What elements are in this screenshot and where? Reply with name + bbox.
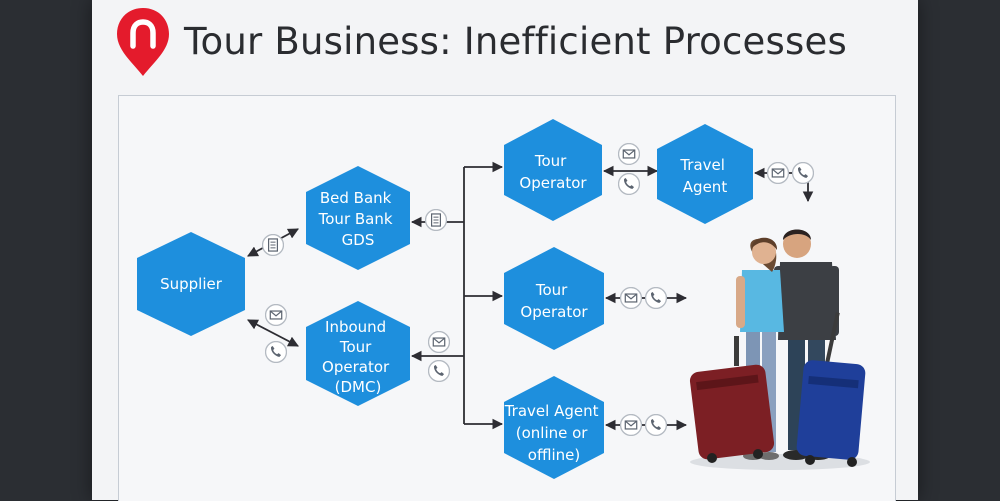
phone-icon: [265, 341, 287, 363]
node-label-line: offline): [528, 446, 580, 464]
envelope-icon: [620, 414, 642, 436]
node-travel-agent-1: Travel Agent: [657, 124, 753, 224]
blue-suitcase-icon: [796, 312, 866, 467]
envelope-icon: [620, 287, 642, 309]
node-label-line: (online or: [516, 424, 589, 442]
node-inbound-tour-operator: Inbound Tour Operator (DMC): [306, 301, 410, 406]
node-label-line: Tour Bank: [318, 210, 393, 228]
red-suitcase-icon: [689, 336, 775, 463]
document-icon: [262, 234, 284, 256]
node-label-line: Operator: [322, 358, 390, 376]
phone-icon: [428, 360, 450, 382]
node-label-line: Operator: [520, 303, 588, 321]
svg-text:Inbound Tour O: Inbound Tour Operator (DMC): [322, 318, 394, 396]
slide-title: Tour Business: Inefficient Processes: [184, 20, 847, 63]
slide-header: Tour Business: Inefficient Processes: [92, 0, 918, 90]
node-bed-bank: Bed Bank Tour Bank GDS: [306, 166, 410, 270]
node-label-line: (DMC): [335, 378, 382, 396]
svg-text:Tour Operator: Tour Operator: [519, 152, 587, 192]
node-tour-operator-2: Tour Operator: [504, 247, 604, 350]
node-label-line: Inbound: [325, 318, 386, 336]
phone-icon: [645, 414, 667, 436]
svg-text:Travel Agent: Travel Agent: [679, 156, 729, 196]
envelope-icon: [618, 143, 640, 165]
svg-text:Supplier: Supplier: [160, 275, 223, 293]
document-icon: [425, 209, 447, 231]
envelope-icon: [265, 304, 287, 326]
svg-text:Tour Operator: Tour Operator: [520, 281, 588, 321]
node-label-line: Tour: [339, 338, 372, 356]
node-label-line: Operator: [519, 174, 587, 192]
phone-icon: [645, 287, 667, 309]
phone-icon: [792, 162, 814, 184]
envelope-icon: [767, 162, 789, 184]
phone-icon: [618, 173, 640, 195]
node-label-line: Supplier: [160, 275, 223, 293]
node-travel-agent-2: Travel Agent (online or offline): [504, 376, 604, 479]
node-label-line: Bed Bank: [320, 189, 392, 207]
node-label-line: Tour: [534, 152, 567, 170]
node-tour-operator-1: Tour Operator: [504, 119, 602, 221]
node-supplier: Supplier: [137, 232, 245, 336]
node-label-line: Travel Agent: [504, 402, 599, 420]
node-label-line: Tour: [535, 281, 568, 299]
travelers-illustration: [689, 229, 870, 470]
envelope-icon: [428, 331, 450, 353]
node-label-line: Travel: [679, 156, 725, 174]
brand-logo-icon: [117, 8, 169, 76]
node-label-line: GDS: [342, 231, 375, 249]
arrow-supplier-inbound: [247, 319, 299, 347]
node-label-line: Agent: [683, 178, 728, 196]
svg-text:Bed Bank Tour Bank: Bed Bank Tour Bank GDS: [318, 189, 398, 249]
svg-text:Travel Agent (online o: Travel Agent (online or offline): [504, 402, 604, 464]
